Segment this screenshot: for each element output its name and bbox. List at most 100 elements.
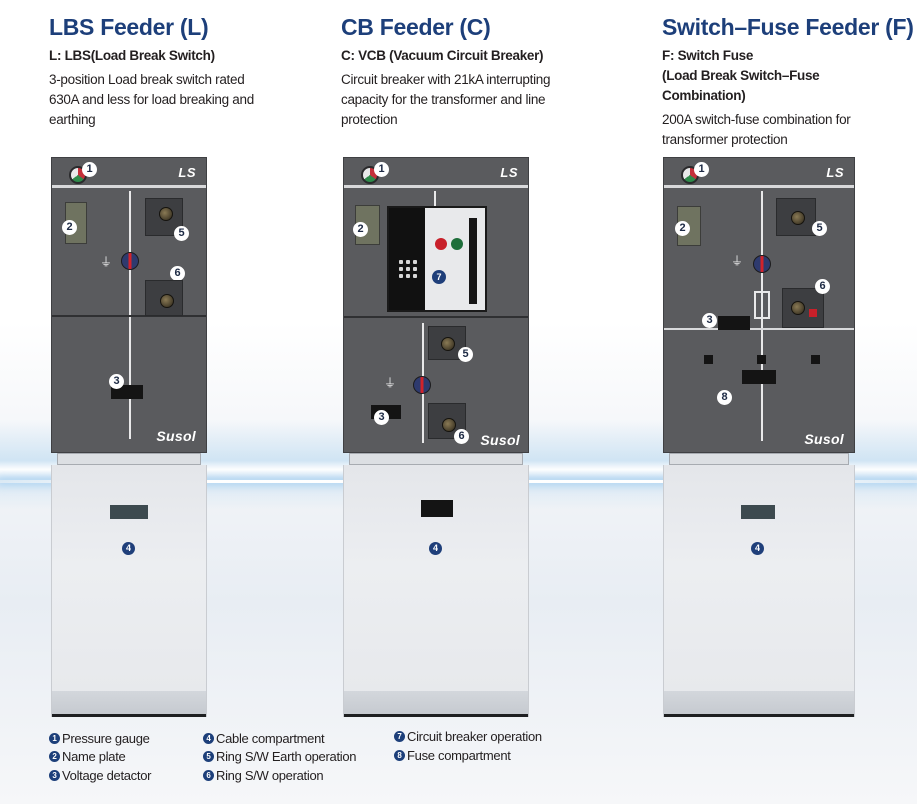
marker-4: 4 — [122, 542, 135, 555]
ring-switch-operation[interactable] — [145, 280, 183, 316]
marker-2: 2 — [353, 222, 368, 237]
ring-switch-knob-icon — [791, 301, 805, 315]
fuse-compartment-handle[interactable] — [742, 370, 776, 384]
earth-symbol-icon: ⏚ — [100, 255, 113, 269]
marker-6: 6 — [454, 429, 469, 444]
legend-item: 6 Ring S/W operation — [203, 768, 324, 783]
upper-control-panel: 1 LS 2 5 ⏚ 6 3 8 Sus — [663, 157, 855, 453]
ring-switch-operation[interactable] — [782, 288, 824, 328]
subtitle-line: L: LBS(Load Break Switch) — [49, 48, 215, 63]
legend-label: Pressure gauge — [62, 731, 150, 746]
earth-symbol-icon: ⏚ — [384, 376, 397, 390]
legend-number: 7 — [394, 731, 405, 742]
legend-label: Circuit breaker operation — [407, 729, 542, 744]
subtitle-line: F: Switch Fuse — [662, 48, 754, 63]
marker-3: 3 — [374, 410, 389, 425]
feeder-description: Circuit breaker with 21kA interrupting c… — [341, 70, 551, 130]
mimic-disconnector-icon — [121, 252, 139, 270]
nameplate-strip — [344, 158, 528, 188]
marker-5: 5 — [174, 226, 189, 241]
fuse-compartment-bolt — [757, 355, 766, 364]
upper-control-panel: 1 LS 2 7 5 ⏚ — [343, 157, 529, 453]
legend-item: 8 Fuse compartment — [394, 748, 511, 763]
marker-2: 2 — [62, 220, 77, 235]
description-line: earthing — [49, 112, 96, 127]
circuit-breaker-operation[interactable] — [387, 206, 487, 312]
mimic-line — [434, 191, 436, 211]
breaker-on-button[interactable] — [451, 238, 463, 250]
marker-2: 2 — [675, 221, 690, 236]
feeder-subtitle: L: LBS(Load Break Switch) — [49, 46, 215, 66]
marker-3: 3 — [109, 374, 124, 389]
nameplate-strip — [52, 158, 206, 188]
fuse-compartment-bolt — [811, 355, 820, 364]
cable-compartment: 4 — [51, 465, 207, 717]
mimic-disconnector-icon — [413, 376, 431, 394]
legend-item: 5 Ring S/W Earth operation — [203, 749, 357, 764]
panel-trim — [349, 453, 523, 465]
susol-brand: Susol — [804, 431, 844, 447]
marker-4: 4 — [429, 542, 442, 555]
feeder-description: 200A switch-fuse combination for transfo… — [662, 110, 851, 150]
legend-label: Voltage detactor — [62, 768, 152, 783]
breaker-charge-handle[interactable] — [469, 218, 477, 304]
base-plinth — [52, 691, 206, 717]
lbs-cabinet: 1 LS 2 5 ⏚ 6 3 Susol 4 — [51, 157, 207, 717]
switch-fuse-cabinet: 1 LS 2 5 ⏚ 6 3 8 Sus — [663, 157, 855, 717]
ring-switch-knob-icon — [442, 418, 456, 432]
description-line: 630A and less for load breaking and — [49, 92, 254, 107]
legend-item: 4 Cable compartment — [203, 731, 325, 746]
description-line: capacity for the transformer and line — [341, 92, 546, 107]
earth-switch-knob-icon — [791, 211, 805, 225]
cable-compartment-handle[interactable] — [741, 505, 775, 519]
legend-number: 6 — [203, 770, 214, 781]
legend-number: 4 — [203, 733, 214, 744]
fuse-symbol-icon — [754, 291, 770, 319]
legend-label: Ring S/W Earth operation — [216, 749, 357, 764]
legend-label: Cable compartment — [216, 731, 325, 746]
fuse-trip-indicator — [809, 309, 817, 317]
susol-brand: Susol — [480, 432, 520, 448]
cable-compartment-handle[interactable] — [421, 500, 453, 517]
earth-switch-knob-icon — [441, 337, 455, 351]
panel-trim — [57, 453, 201, 465]
susol-brand: Susol — [156, 428, 196, 444]
breaker-off-button[interactable] — [435, 238, 447, 250]
legend-number: 5 — [203, 751, 214, 762]
fuse-compartment-bolt — [704, 355, 713, 364]
description-line: 200A switch-fuse combination for — [662, 112, 851, 127]
voltage-detector — [718, 316, 750, 330]
cable-compartment: 4 — [663, 465, 855, 717]
marker-5: 5 — [812, 221, 827, 236]
relay-keypad[interactable] — [399, 260, 417, 278]
ls-logo: LS — [826, 165, 844, 180]
cable-compartment-handle[interactable] — [110, 505, 148, 519]
panel-seam — [52, 315, 206, 317]
legend-item: 3 Voltage detactor — [49, 768, 151, 783]
cable-compartment: 4 — [343, 465, 529, 717]
marker-1: 1 — [82, 162, 97, 177]
mimic-line — [761, 191, 763, 441]
legend-label: Ring S/W operation — [216, 768, 324, 783]
legend-number: 1 — [49, 733, 60, 744]
marker-6: 6 — [815, 279, 830, 294]
ls-logo: LS — [178, 165, 196, 180]
legend-item: 2 Name plate — [49, 749, 126, 764]
description-line: protection — [341, 112, 398, 127]
earth-switch-operation[interactable] — [776, 198, 816, 236]
mimic-disconnector-icon — [753, 255, 771, 273]
base-plinth — [664, 691, 854, 717]
nameplate-strip — [664, 158, 854, 188]
subtitle-line: (Load Break Switch–Fuse — [662, 68, 820, 83]
marker-6: 6 — [170, 266, 185, 281]
description-line: transformer protection — [662, 132, 788, 147]
subtitle-line: C: VCB (Vacuum Circuit Breaker) — [341, 48, 544, 63]
marker-1: 1 — [374, 162, 389, 177]
description-line: 3-position Load break switch rated — [49, 72, 245, 87]
cb-cabinet: 1 LS 2 7 5 ⏚ — [343, 157, 529, 717]
legend-label: Name plate — [62, 749, 126, 764]
earth-switch-knob-icon — [159, 207, 173, 221]
legend-number: 3 — [49, 770, 60, 781]
marker-5: 5 — [458, 347, 473, 362]
feeder-subtitle: F: Switch Fuse (Load Break Switch–Fuse C… — [662, 46, 820, 106]
